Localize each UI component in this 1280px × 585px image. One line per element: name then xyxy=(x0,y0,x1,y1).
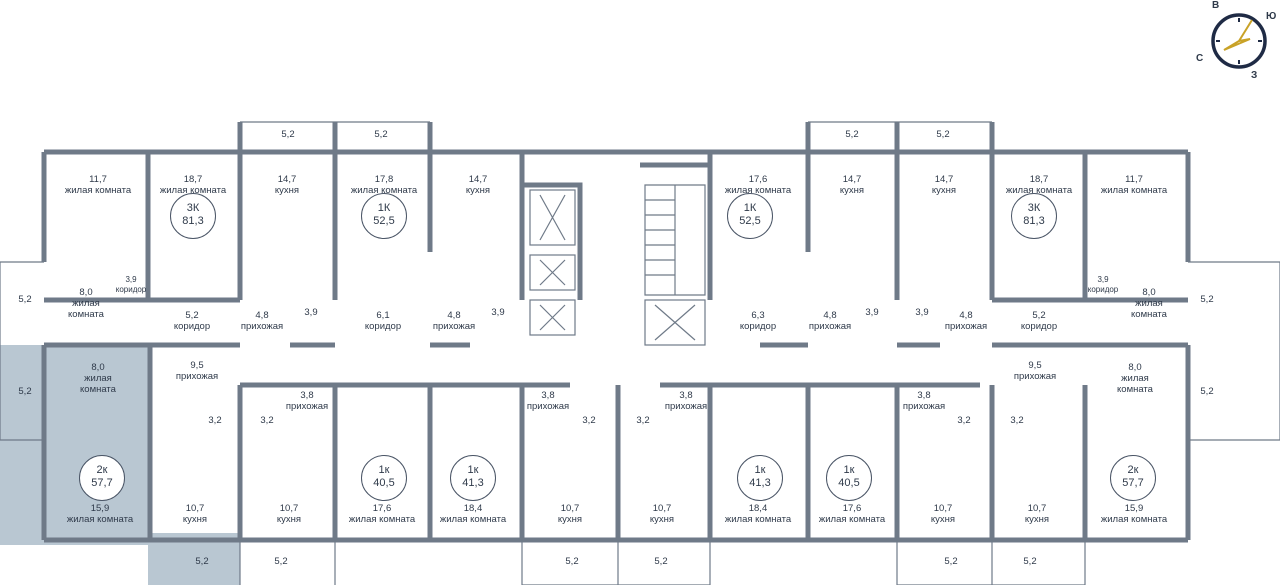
room-label: 5,2 xyxy=(944,556,958,567)
room-label: 5,2 xyxy=(565,556,579,567)
room-label: 3,2 xyxy=(260,415,274,426)
room-label: 5,2 xyxy=(1200,294,1214,305)
compass-north: В xyxy=(1212,0,1220,11)
room-label: 3,2 xyxy=(957,415,971,426)
room-label: 3,2 xyxy=(1010,415,1024,426)
compass-west: С xyxy=(1196,53,1204,64)
room-label: 5,2 xyxy=(374,129,388,140)
room-label: 5,2 xyxy=(195,556,209,567)
room-label: 3,2 xyxy=(208,415,222,426)
room-label: 3,2 xyxy=(582,415,596,426)
compass-icon xyxy=(1211,13,1267,69)
room-label: 5,2 xyxy=(18,294,32,305)
thin-lines xyxy=(0,121,1280,585)
room-label: 5,2 xyxy=(274,556,288,567)
room-label: 5,2 xyxy=(281,129,295,140)
room-label: 5,2 xyxy=(1200,386,1214,397)
room-label: 5,2 xyxy=(845,129,859,140)
room-label: 3,9 xyxy=(304,307,318,318)
room-label: 3,9 xyxy=(865,307,879,318)
room-label: 3,9 xyxy=(491,307,505,318)
compass-east: Ю xyxy=(1266,11,1277,22)
room-label: 3,2 xyxy=(636,415,650,426)
walls xyxy=(41,122,1191,543)
room-label: 5,2 xyxy=(936,129,950,140)
compass-south: З xyxy=(1251,70,1258,81)
room-label: 5,2 xyxy=(18,386,32,397)
room-label: 5,2 xyxy=(654,556,668,567)
room-label: 3,9 xyxy=(915,307,929,318)
room-label: 5,2 xyxy=(1023,556,1037,567)
